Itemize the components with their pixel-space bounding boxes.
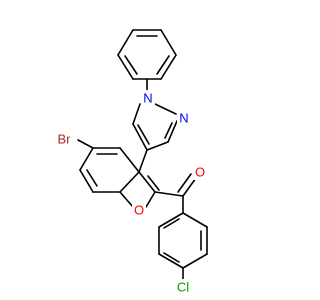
atom-br: Br xyxy=(52,131,76,147)
svg-text:O: O xyxy=(195,165,205,180)
pyrazole-ring xyxy=(132,103,178,151)
svg-text:N: N xyxy=(143,91,152,106)
molecule-canvas: N N O O Br Cl xyxy=(52,29,208,295)
atom-n2: N xyxy=(177,110,191,126)
atom-furan-o: O xyxy=(132,202,146,218)
bond-br xyxy=(77,139,94,149)
atom-carbonyl-o: O xyxy=(193,164,207,180)
svg-text:Br: Br xyxy=(58,132,72,147)
chlorophenyl-ring xyxy=(158,212,208,269)
structure-diagram: N N O O Br Cl xyxy=(52,29,208,295)
atom-cl: Cl xyxy=(171,279,195,295)
carbonyl-group xyxy=(154,173,197,197)
svg-text:O: O xyxy=(134,203,144,218)
svg-text:N: N xyxy=(179,111,188,126)
phenyl-ring xyxy=(117,29,177,80)
benzofuran-ring xyxy=(79,147,160,208)
svg-text:Cl: Cl xyxy=(177,280,189,295)
atom-n1: N xyxy=(141,90,155,106)
bond-pyrazole-benzofuran xyxy=(138,149,148,173)
